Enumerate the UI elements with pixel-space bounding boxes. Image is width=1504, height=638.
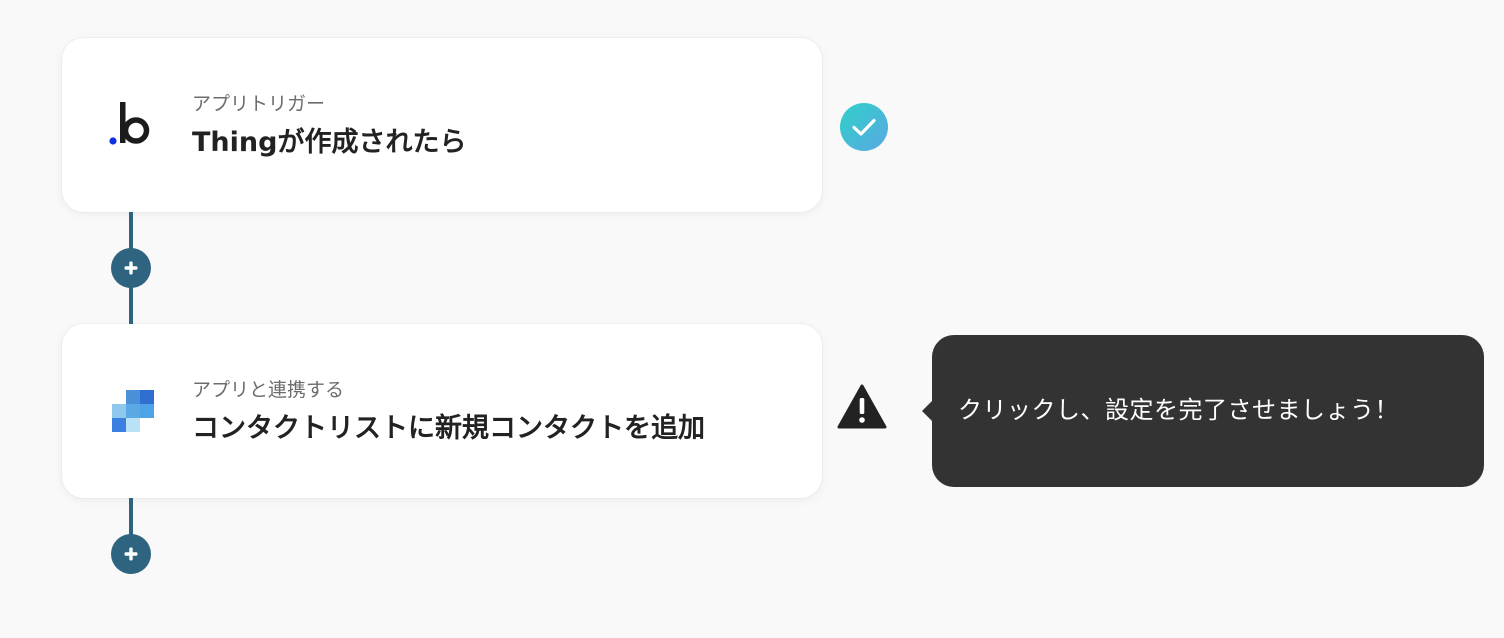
flow-connector-line xyxy=(129,498,133,554)
step-title: コンタクトリストに新規コンタクトを追加 xyxy=(192,413,705,444)
step-type-label: アプリトリガー xyxy=(192,93,326,115)
add-step-button[interactable] xyxy=(111,534,151,574)
tooltip-arrow xyxy=(922,401,932,421)
warning-triangle-icon xyxy=(837,384,887,430)
setup-hint-tooltip: クリックし、設定を完了させましょう！ xyxy=(922,335,1484,487)
step-type-label: アプリと連携する xyxy=(192,379,345,401)
plus-icon xyxy=(124,261,138,275)
plus-icon xyxy=(124,547,138,561)
app-mosaic-logo-icon xyxy=(106,385,158,437)
bubble-logo-icon xyxy=(106,99,158,151)
flow-step-card-action[interactable]: アプリと連携する コンタクトリストに新規コンタクトを追加 xyxy=(62,324,822,498)
flow-step-card-trigger[interactable]: アプリトリガー Thingが作成されたら xyxy=(62,38,822,212)
tooltip-text: クリックし、設定を完了させましょう！ xyxy=(958,396,1399,424)
step-title: Thingが作成されたら xyxy=(192,127,467,158)
add-step-button[interactable] xyxy=(111,248,151,288)
check-circle-icon xyxy=(839,102,889,152)
